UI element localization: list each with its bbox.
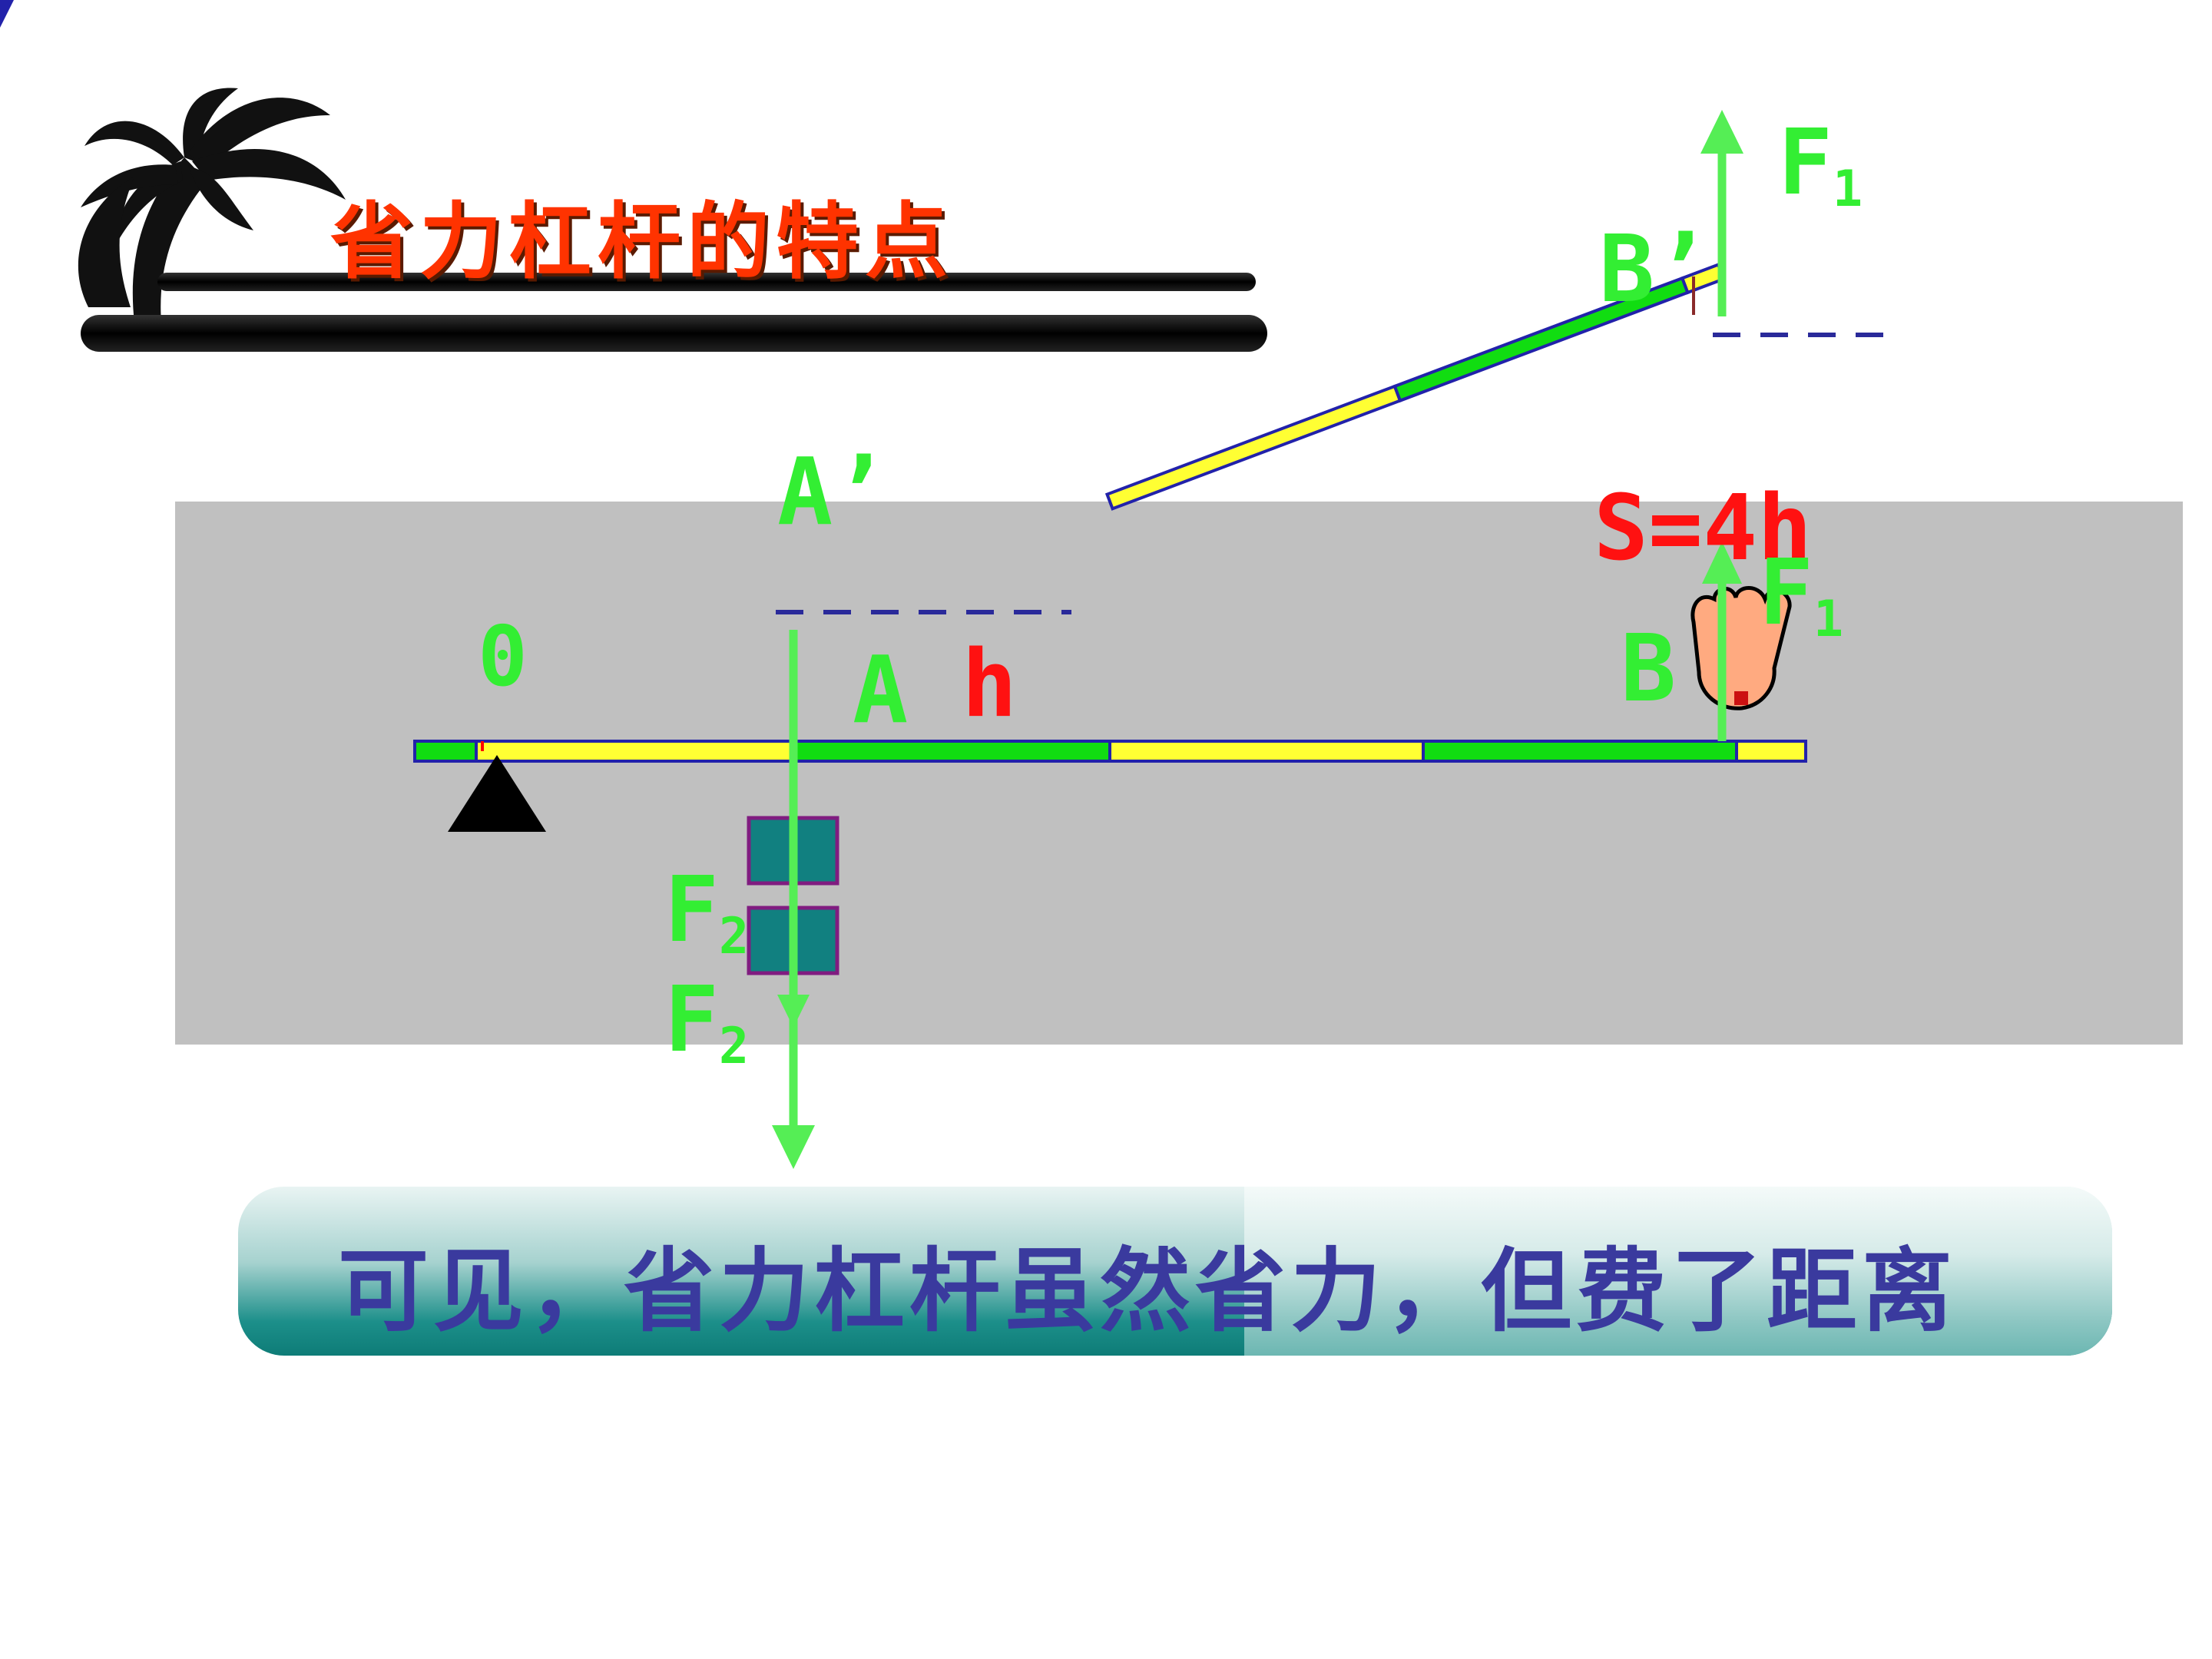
force1-letter: F [1759,539,1814,645]
lever-horizontal [413,740,1807,763]
label-force2-upper: F2 [664,864,749,962]
diagram-panel [175,502,2183,1045]
corner-marker-icon [0,0,14,28]
force2-arrow-long-head [772,1125,815,1169]
fulcrum-triangle-icon [448,755,546,832]
force1-arrow-upper-head [1700,110,1743,154]
force2-subscript: 2 [719,1018,750,1076]
hand-pointer-icon [1690,586,1792,710]
force1-subscript: 1 [1813,591,1844,649]
label-force2-lower: F2 [664,974,749,1072]
title-bar-lower [81,315,1267,352]
force2-letter: F [664,856,720,962]
label-h: h [962,631,1018,738]
label-force1-upper: F1 [1778,117,1863,215]
label-a: A [853,637,909,744]
conclusion-banner-fade [1244,1187,2112,1356]
label-b: B [1621,616,1677,723]
label-force1-lower: F1 [1759,547,1843,645]
page-title: 省力杠杆的特点 [330,194,955,290]
conclusion-text: 可见，省力杠杆虽然省力，但费了距离 [338,1238,1958,1344]
force2-letter: F [664,966,720,1072]
conclusion-banner: 可见，省力杠杆虽然省力，但费了距离 [238,1187,2112,1356]
force1-subscript: 1 [1833,161,1863,219]
label-fulcrum-o: 0 [478,609,528,705]
label-a-prime: A’ [777,439,889,546]
palm-tree-icon [78,88,346,323]
force2-subscript: 2 [719,908,750,966]
force1-arrow-lower-head [1702,541,1742,584]
title-bar-upper [157,273,1256,291]
label-b-prime: B’ [1599,217,1710,323]
label-distance-s: S=4h [1594,475,1813,581]
force2-arrow-short-head [777,995,810,1028]
lever-raised [1104,262,1726,511]
force1-letter: F [1778,109,1833,215]
